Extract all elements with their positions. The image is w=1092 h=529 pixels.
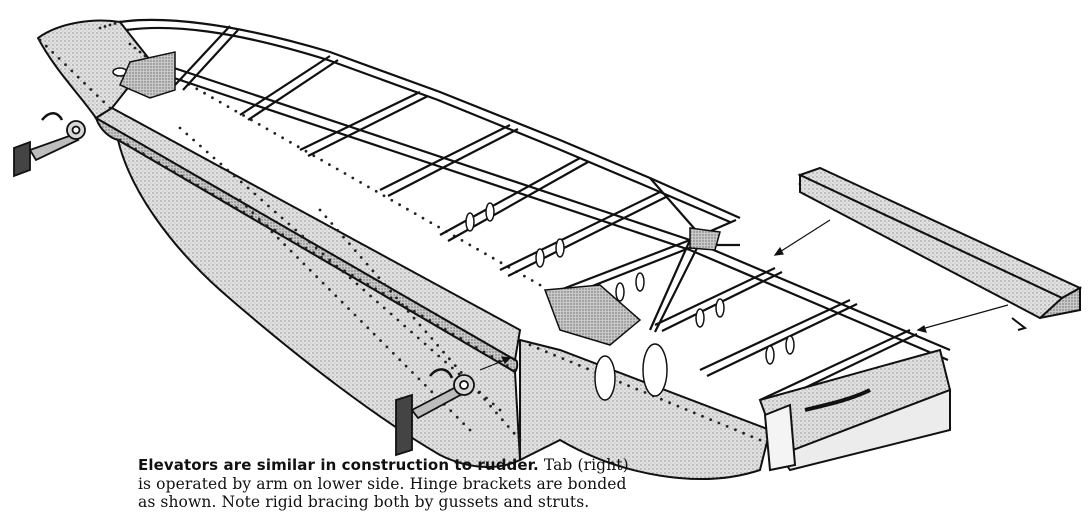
gussets [119, 51, 721, 346]
caption-line-1-rest: Tab (right) [538, 456, 629, 474]
hinge-bracket-bottom [395, 368, 475, 457]
root-box [758, 348, 952, 472]
caption-line-3: as shown. Note rigid bracing both by gus… [138, 493, 590, 511]
hinge-bracket-left [13, 112, 86, 178]
trim-tab [797, 166, 1083, 331]
figure-caption: Elevators are similar in construction to… [138, 456, 698, 512]
caption-line-2: is operated by arm on lower side. Hinge … [138, 474, 627, 493]
caption-lead: Elevators are similar in construction to… [138, 456, 539, 474]
leading-edge-skin [36, 19, 772, 480]
lightening-holes [112, 67, 795, 401]
leader-lines [479, 219, 1009, 371]
caption-line-1: Elevators are similar in construction to… [138, 456, 698, 475]
rib-frame [119, 18, 951, 407]
